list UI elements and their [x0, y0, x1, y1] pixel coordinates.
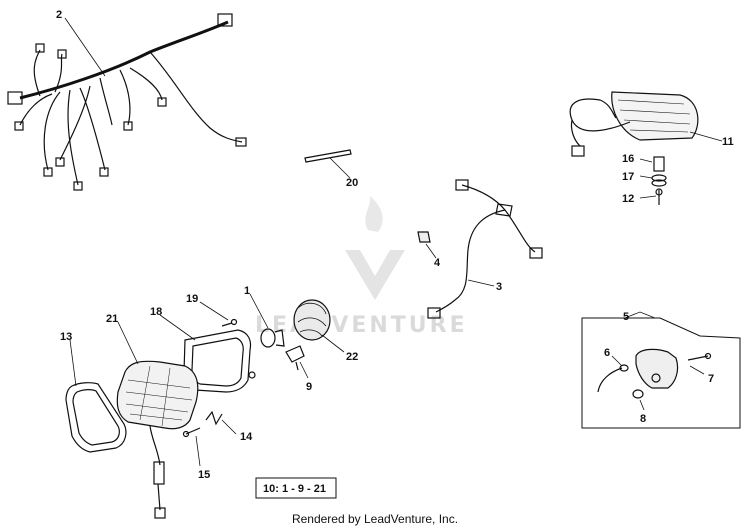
callout-11: 11 [722, 136, 734, 148]
headlight-screw [221, 318, 238, 327]
spacer [653, 156, 665, 172]
bulb-socket [293, 299, 331, 341]
svg-text:LEADVENTURE: LEADVENTURE [255, 313, 468, 338]
callout-7: 7 [708, 373, 714, 385]
callout-8: 8 [640, 413, 646, 425]
grommet [651, 174, 667, 187]
footer-credit: Rendered by LeadVenture, Inc. [291, 512, 459, 526]
license-light-nut [632, 389, 644, 399]
callout-17: 17 [622, 171, 634, 183]
callout-5: 5 [623, 311, 629, 323]
cable-tie [304, 149, 352, 163]
callout-2: 2 [56, 9, 62, 21]
headlight-bulb [260, 328, 285, 348]
license-light-group [581, 311, 741, 429]
adjuster-screw [182, 427, 201, 438]
wiring-harness [7, 13, 247, 191]
callout-3: 3 [496, 281, 502, 293]
leadventure-watermark: LEADVENTURE [255, 196, 468, 338]
callout-1: 1 [244, 285, 250, 297]
callout-16: 16 [622, 153, 634, 165]
callout-labels: 2 20 11 16 17 12 4 3 1 19 18 21 13 22 9 … [56, 9, 734, 481]
callout-4: 4 [434, 257, 441, 269]
tail-light-screw [655, 188, 663, 205]
callout-18: 18 [150, 306, 162, 318]
callout-20: 20 [346, 177, 358, 189]
connector-clip [417, 231, 431, 243]
tail-light-harness [427, 179, 543, 319]
callout-6: 6 [604, 347, 610, 359]
license-light-screw [687, 352, 712, 361]
bulb-holder [285, 345, 305, 371]
reference-box: 10: 1 - 9 - 21 [255, 477, 337, 499]
reference-box-label: 10: 1 - 9 - 21 [263, 483, 326, 495]
callout-14: 14 [240, 431, 253, 443]
tail-light-assembly [569, 91, 699, 157]
adjuster-spring [205, 410, 223, 426]
callout-13: 13 [60, 331, 72, 343]
callout-9: 9 [306, 381, 312, 393]
callout-12: 12 [622, 193, 634, 205]
headlight-rim [65, 382, 127, 453]
callout-22: 22 [346, 351, 358, 363]
license-light-wire [597, 364, 629, 393]
callout-15: 15 [198, 469, 210, 481]
headlight-lens [116, 360, 199, 519]
leader-lines [64, 17, 723, 467]
callout-21: 21 [106, 313, 118, 325]
license-light-body [635, 348, 679, 389]
callout-19: 19 [186, 293, 198, 305]
